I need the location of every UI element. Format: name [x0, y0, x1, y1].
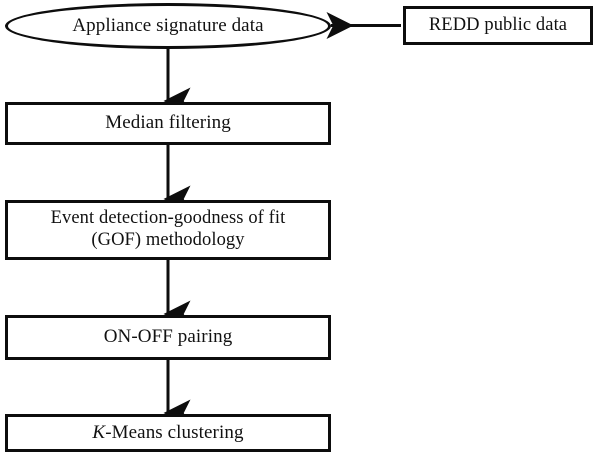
- node-on-off-pairing[interactable]: ON-OFF pairing: [5, 315, 331, 360]
- node-median-filtering[interactable]: Median filtering: [5, 102, 331, 145]
- node-k-means-clustering[interactable]: K-Means clustering: [5, 414, 331, 452]
- node-label-appliance-signature-data: Appliance signature data: [72, 14, 264, 36]
- node-label-median-filtering: Median filtering: [105, 112, 231, 134]
- node-label-event-detection-gof: Event detection-goodness of fit (GOF) me…: [50, 208, 286, 250]
- node-label-k-means-clustering: K-Means clustering: [92, 422, 243, 444]
- node-label-redd-public-data: REDD public data: [428, 14, 568, 35]
- node-event-detection-gof[interactable]: Event detection-goodness of fit (GOF) me…: [5, 200, 331, 260]
- node-appliance-signature-data[interactable]: Appliance signature data: [5, 3, 331, 49]
- node-label-on-off-pairing: ON-OFF pairing: [103, 326, 233, 348]
- node-label-k-means-suffix: -Means clustering: [105, 421, 244, 443]
- node-redd-public-data[interactable]: REDD public data: [403, 6, 593, 45]
- node-label-k-means-prefix: K: [92, 421, 106, 443]
